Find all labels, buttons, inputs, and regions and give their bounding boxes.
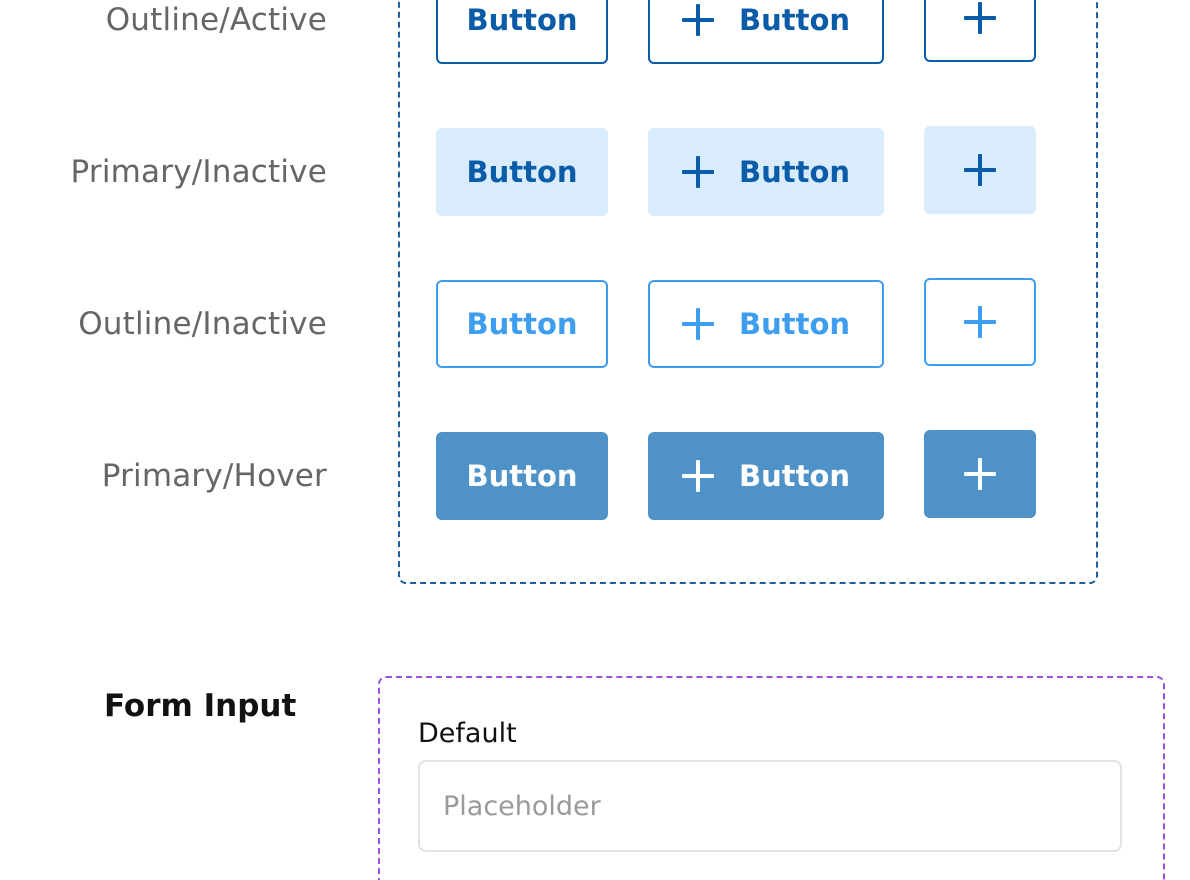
plus-icon — [681, 156, 714, 188]
button-variants-group — [398, 0, 1098, 584]
button-label: Button — [466, 3, 578, 37]
primary-hover-icon-only-button[interactable] — [924, 430, 1036, 518]
plus-icon — [964, 154, 996, 186]
primary-inactive-icon-only-button[interactable] — [924, 126, 1036, 214]
outline-inactive-icon-only-button[interactable] — [924, 278, 1036, 366]
outline-active-button[interactable]: Button — [436, 0, 608, 64]
row-label-outline-inactive: Outline/Inactive — [78, 306, 327, 342]
row-label-primary-hover: Primary/Hover — [101, 458, 327, 494]
plus-icon — [681, 308, 714, 340]
button-label: Button — [466, 459, 578, 493]
plus-icon — [964, 2, 996, 34]
plus-icon — [964, 306, 996, 338]
button-label: Button — [466, 155, 578, 189]
button-label: Button — [738, 307, 851, 341]
default-text-input[interactable] — [418, 760, 1122, 852]
form-input-group — [378, 676, 1165, 880]
plus-icon — [681, 4, 714, 36]
outline-inactive-icon-button[interactable]: Button — [648, 280, 884, 368]
row-label-primary-inactive: Primary/Inactive — [70, 154, 327, 190]
outline-inactive-button[interactable]: Button — [436, 280, 608, 368]
row-label-outline-active: Outline/Active — [105, 2, 327, 38]
primary-inactive-icon-button[interactable]: Button — [648, 128, 884, 216]
plus-icon — [964, 458, 996, 490]
primary-inactive-button[interactable]: Button — [436, 128, 608, 216]
primary-hover-icon-button[interactable]: Button — [648, 432, 884, 520]
default-field-label: Default — [418, 718, 517, 749]
button-label: Button — [738, 155, 851, 189]
outline-active-icon-button[interactable]: Button — [648, 0, 884, 64]
plus-icon — [681, 460, 714, 492]
button-label: Button — [466, 307, 578, 341]
outline-active-icon-only-button[interactable] — [924, 0, 1036, 62]
button-label: Button — [738, 3, 851, 37]
form-input-section-title: Form Input — [104, 688, 297, 724]
button-label: Button — [738, 459, 851, 493]
primary-hover-button[interactable]: Button — [436, 432, 608, 520]
